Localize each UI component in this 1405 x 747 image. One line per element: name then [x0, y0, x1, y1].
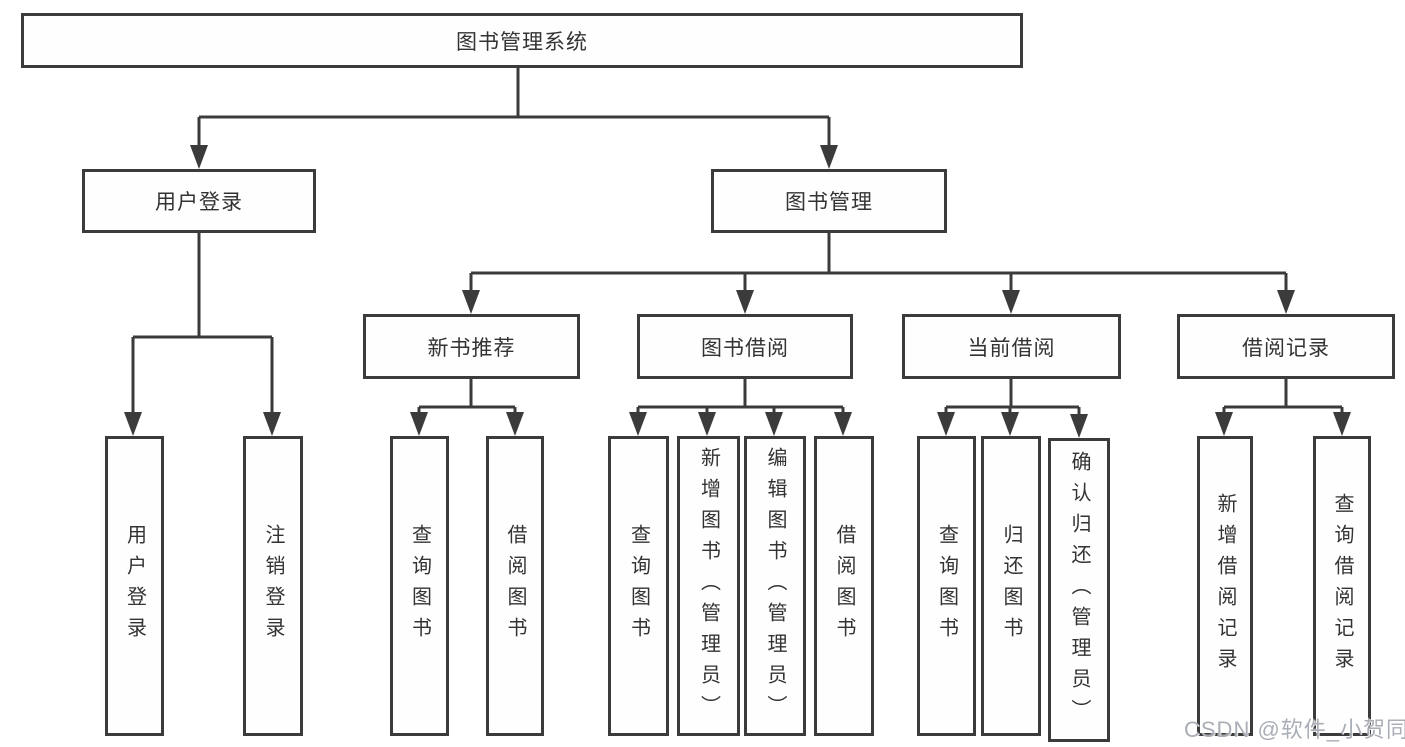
node-borrow-books-recommend: 借阅图书 — [486, 436, 544, 736]
arrowhead — [629, 412, 647, 436]
node-book-borrow-module: 图书借阅 — [637, 314, 853, 379]
node-confirm-return-admin: 确认归还（管理员） — [1048, 438, 1110, 742]
connector-new-book-recommend-to-children — [417, 377, 517, 414]
node-query-books-borrow: 查询图书 — [608, 436, 669, 736]
node-borrow-books-action: 借阅图书 — [814, 436, 874, 736]
connector-book-borrow-to-children — [636, 377, 845, 414]
node-user-login-action: 用户登录 — [105, 436, 164, 736]
arrowhead — [124, 412, 142, 436]
arrowhead — [698, 412, 716, 436]
arrowhead — [1002, 290, 1020, 314]
arrowhead — [820, 145, 838, 169]
node-edit-books-admin: 编辑图书（管理员） — [744, 436, 806, 736]
arrowhead — [1277, 290, 1295, 314]
arrowhead — [736, 290, 754, 314]
csdn-watermark: CSDN @软件_小贺同学 — [1184, 717, 1405, 742]
node-return-books: 归还图书 — [981, 436, 1041, 736]
node-query-books-current: 查询图书 — [917, 436, 976, 736]
node-add-borrow-record: 新增借阅记录 — [1197, 436, 1253, 736]
node-borrow-records-module: 借阅记录 — [1177, 314, 1395, 379]
arrowhead — [410, 412, 428, 436]
arrowhead — [765, 412, 783, 436]
arrowhead — [937, 412, 955, 436]
connector-current-borrow-to-children — [944, 377, 1081, 416]
node-query-books-recommend: 查询图书 — [390, 436, 449, 736]
connector-root-to-branches — [197, 68, 831, 147]
node-new-book-recommend: 新书推荐 — [363, 314, 580, 379]
node-logout-action: 注销登录 — [243, 436, 303, 736]
arrowhead — [1333, 412, 1351, 436]
arrowhead — [462, 290, 480, 314]
arrowhead — [190, 145, 208, 169]
node-user-login-branch: 用户登录 — [82, 169, 316, 233]
arrowhead — [506, 412, 524, 436]
node-library-management-system: 图书管理系统 — [21, 13, 1023, 68]
arrowhead — [1001, 412, 1019, 436]
arrowhead — [1215, 412, 1233, 436]
node-add-books-admin: 新增图书（管理员） — [677, 436, 740, 736]
node-book-management-branch: 图书管理 — [711, 169, 947, 233]
arrowhead — [834, 412, 852, 436]
arrowhead — [263, 412, 281, 436]
connector-book-management-to-modules — [469, 231, 1288, 292]
connector-user-login-to-children — [131, 231, 274, 414]
arrowhead — [1070, 414, 1088, 438]
connector-borrow-records-to-children — [1222, 377, 1344, 414]
node-current-borrow-module: 当前借阅 — [902, 314, 1121, 379]
node-query-borrow-record: 查询借阅记录 — [1313, 436, 1371, 736]
